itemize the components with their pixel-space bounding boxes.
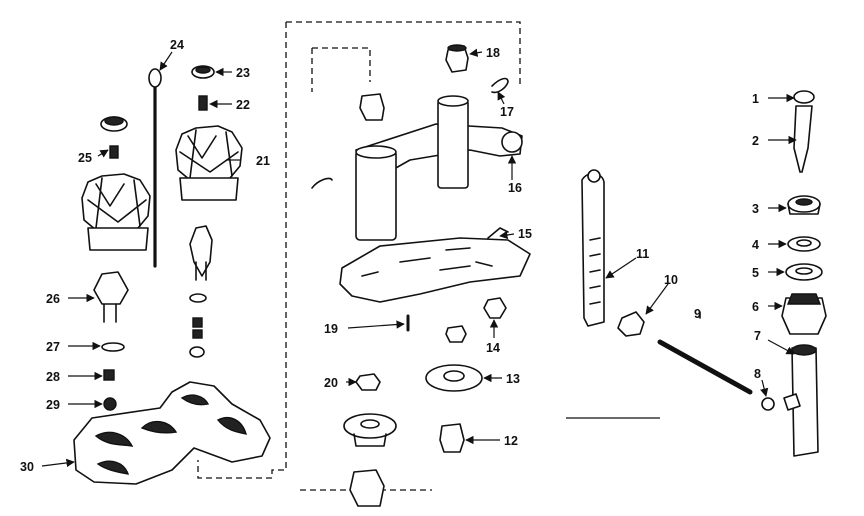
small-nut-center [445, 325, 467, 343]
clevis-10 [617, 311, 645, 337]
callout-23: 23 [236, 66, 250, 80]
stopper-2 [793, 105, 813, 173]
callout-30: 30 [20, 460, 34, 474]
cap-top-center [359, 93, 385, 121]
clip-17 [491, 77, 509, 94]
washer-center [343, 413, 397, 447]
callout-14: 14 [486, 341, 500, 355]
handle-screw-25 [109, 145, 119, 159]
callout-18: 18 [486, 46, 500, 60]
callout-20: 20 [324, 376, 338, 390]
callout-3: 3 [752, 202, 759, 216]
spout-arm-16 [311, 95, 523, 241]
callout-21: 21 [256, 154, 270, 168]
callout-17: 17 [500, 105, 514, 119]
left-handle-knob [81, 173, 151, 251]
callout-10: 10 [664, 273, 678, 287]
lift-rod-11 [581, 169, 605, 327]
callout-13: 13 [506, 372, 520, 386]
lift-rod-24 [148, 68, 162, 268]
callout-9: 9 [694, 307, 701, 321]
coupling-nut-12 [439, 423, 465, 453]
nut-14 [483, 297, 507, 319]
callout-12: 12 [504, 434, 518, 448]
nut-20 [355, 373, 381, 391]
callout-1: 1 [752, 92, 759, 106]
seat-28 [103, 369, 115, 381]
coupling-nut-bottom [349, 469, 385, 507]
stopper-knob-1 [793, 90, 815, 104]
callout-27: 27 [46, 340, 60, 354]
callout-8: 8 [754, 367, 761, 381]
callout-26: 26 [46, 292, 60, 306]
callout-labels: 1 2 3 4 5 6 7 8 9 10 11 12 13 14 15 16 1… [20, 38, 761, 474]
base-plate-15 [339, 227, 531, 303]
aerator-18 [445, 44, 469, 73]
pivot-rod [657, 311, 753, 395]
callout-24: 24 [170, 38, 184, 52]
handle-screw-cap-25 [100, 116, 128, 132]
gasket-13 [425, 364, 483, 392]
washer-5 [785, 263, 823, 281]
handle-cap-23 [191, 65, 215, 79]
callout-4: 4 [752, 238, 759, 252]
gasket-4 [787, 236, 821, 252]
stem-assembly-26-right [189, 225, 213, 281]
callout-28: 28 [46, 370, 60, 384]
faucet-body-30 [73, 381, 271, 485]
retainer-nut-8 [761, 397, 775, 411]
leader-lines [41, 48, 797, 468]
callout-19: 19 [324, 322, 338, 336]
drain-body-7 [783, 344, 819, 457]
callout-15: 15 [518, 227, 532, 241]
spring-29 [103, 397, 117, 411]
handle-screw-22 [198, 95, 208, 111]
right-handle-knob-21 [175, 125, 243, 201]
washer-27 [101, 342, 125, 352]
callout-5: 5 [752, 266, 759, 280]
callout-29: 29 [46, 398, 60, 412]
callout-2: 2 [752, 134, 759, 148]
nut-6 [781, 293, 827, 335]
callout-22: 22 [236, 98, 250, 112]
o-rings-right [189, 293, 207, 358]
callout-16: 16 [508, 181, 522, 195]
stem-assembly-26-left [93, 271, 129, 323]
callout-6: 6 [752, 300, 759, 314]
callout-7: 7 [754, 329, 761, 343]
callout-25: 25 [78, 151, 92, 165]
flange-3 [787, 195, 821, 215]
callout-11: 11 [636, 247, 649, 261]
